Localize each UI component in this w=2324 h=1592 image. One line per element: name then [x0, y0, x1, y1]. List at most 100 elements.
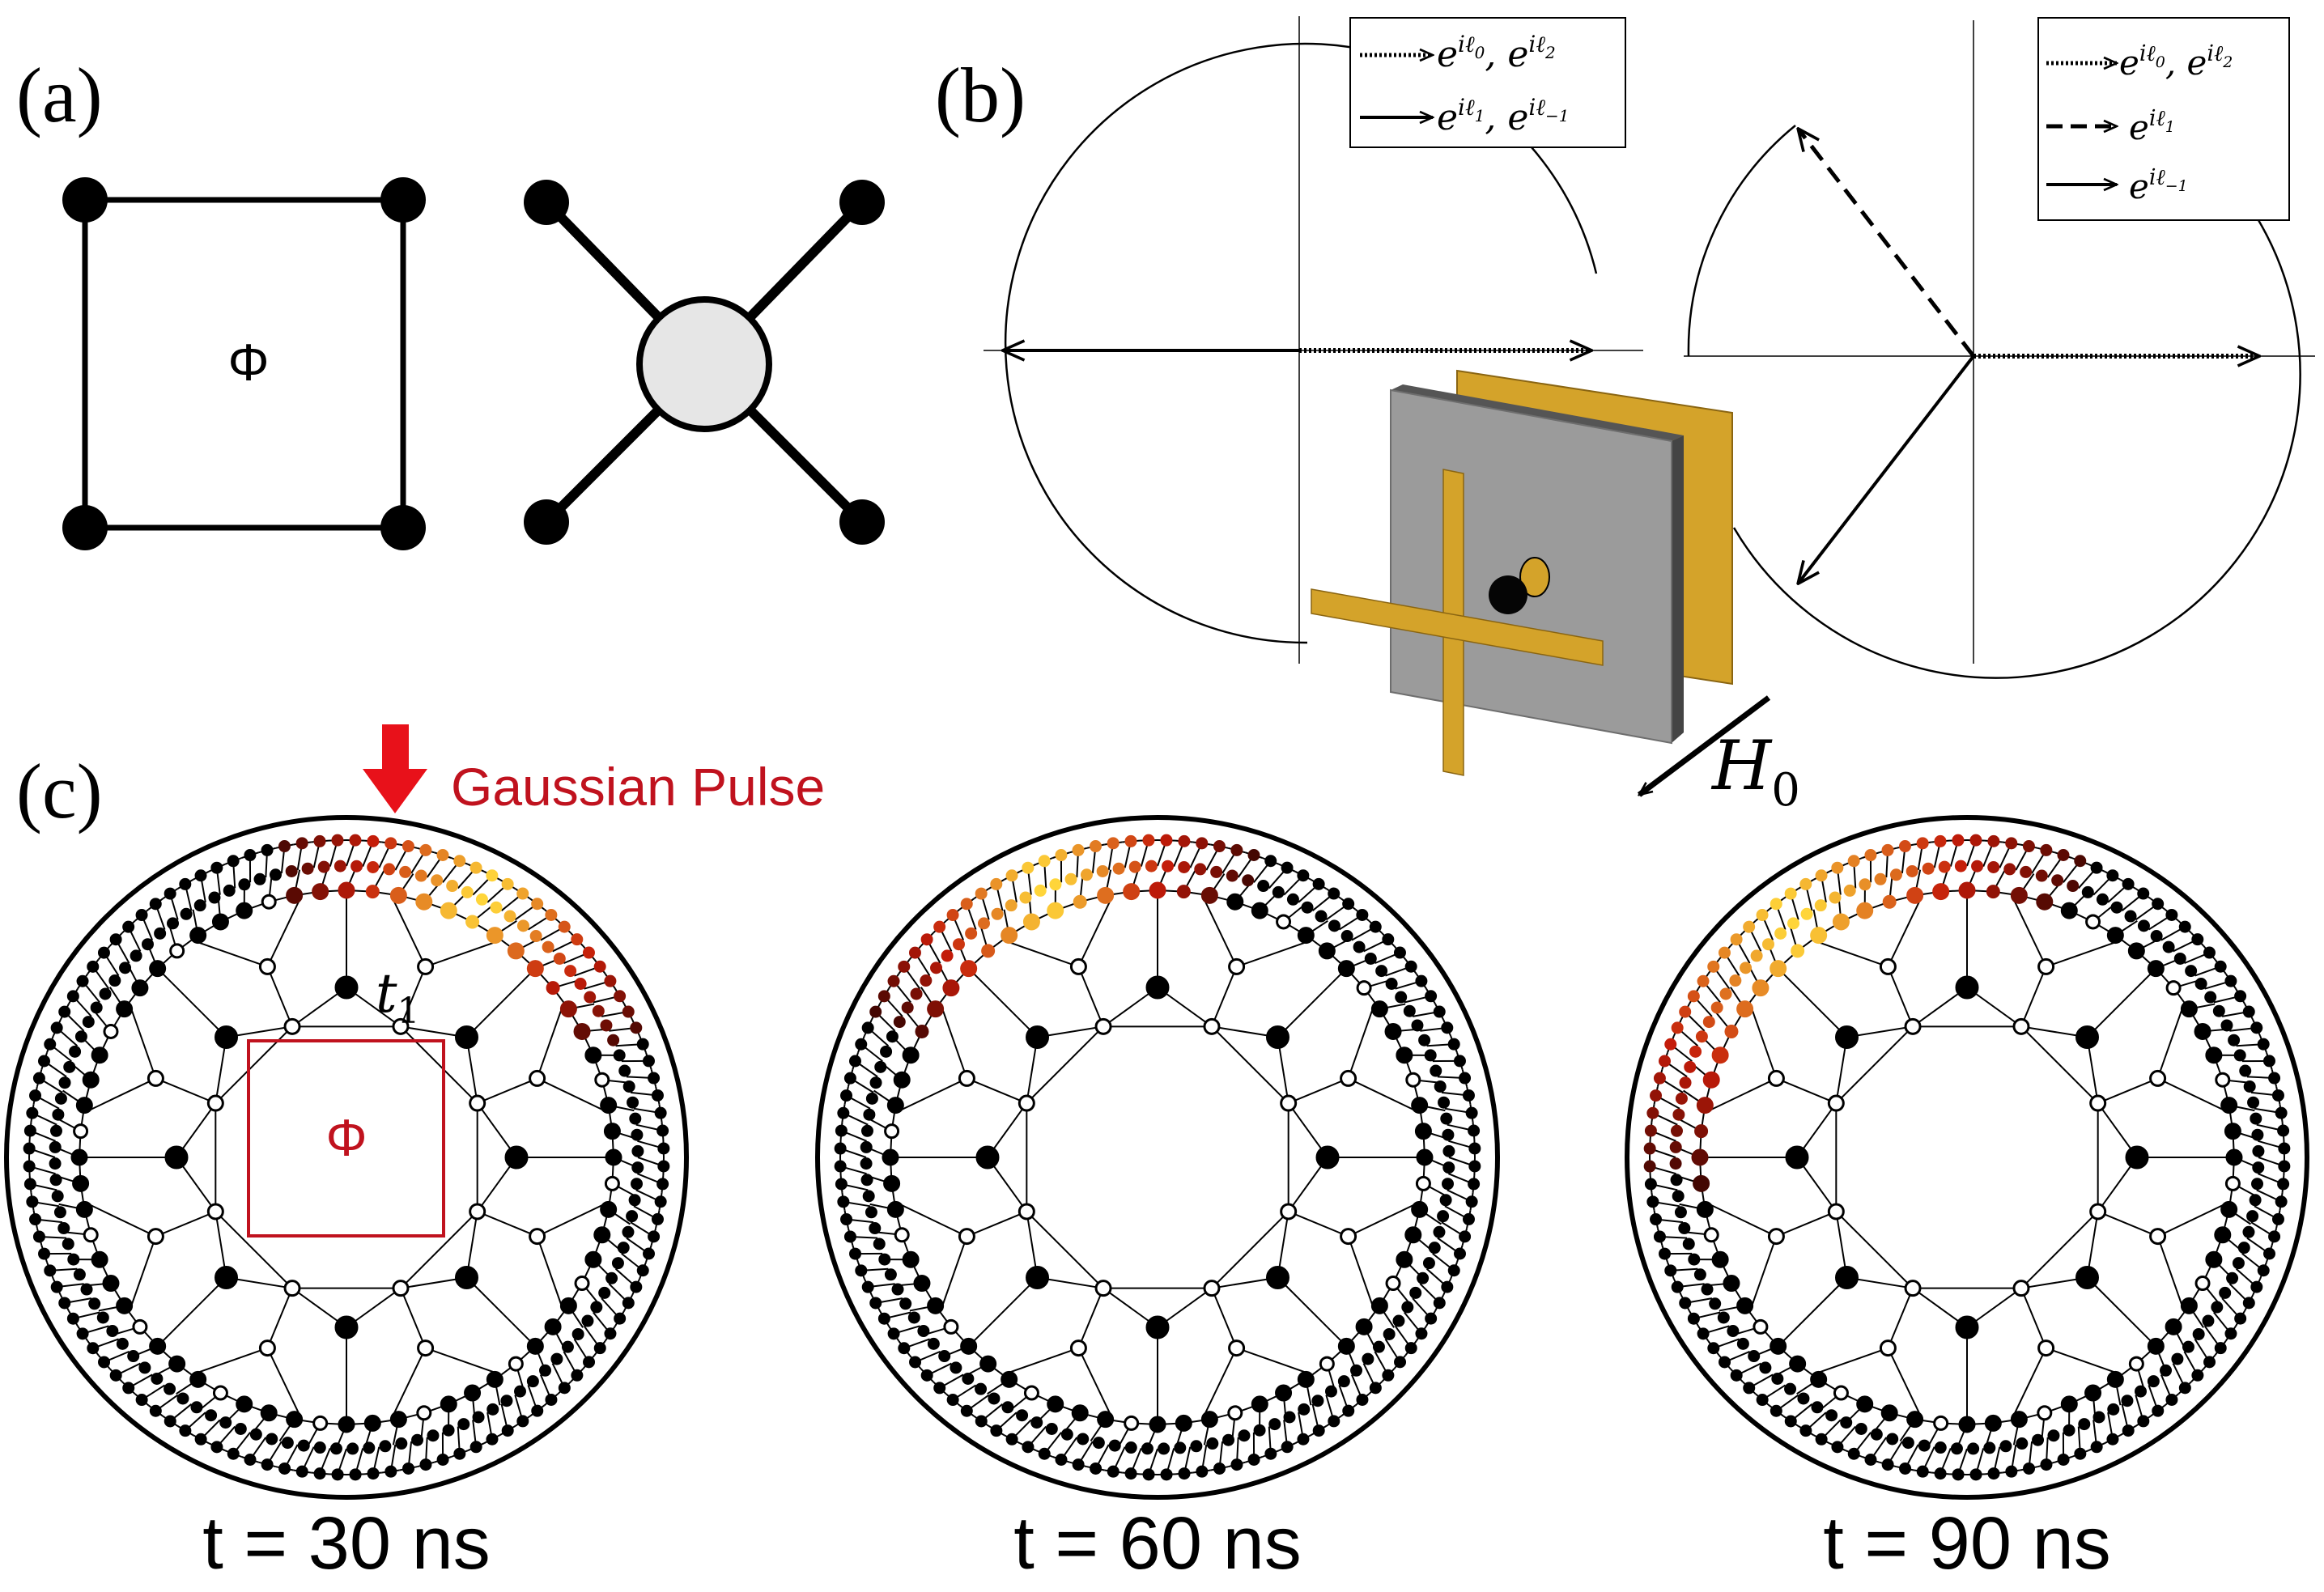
lattice-site [2191, 1369, 2204, 1382]
lattice-site [1770, 898, 1782, 911]
lattice-site [1324, 1385, 1337, 1398]
lattice-site [546, 981, 560, 996]
lattice-site [2152, 898, 2165, 911]
lattice-site [37, 1055, 50, 1068]
lattice-site [431, 874, 444, 887]
lattice-site [486, 927, 503, 945]
lattice-site [1001, 927, 1018, 945]
lattice-site [605, 1271, 618, 1284]
lattice-site [1938, 860, 1951, 873]
lattice-site [96, 1311, 109, 1324]
lattice-site [180, 907, 193, 920]
lattice-site [2194, 1276, 2211, 1292]
lattice-site [2060, 1395, 2078, 1413]
lattice-t30 [4, 815, 689, 1500]
lattice-site [295, 1465, 308, 1478]
lattice-site [402, 1462, 415, 1475]
lattice-site [1016, 1409, 1029, 1422]
lattice-site [266, 1433, 278, 1446]
lattice-site [910, 987, 923, 1000]
lattice-site [1761, 938, 1774, 951]
lattice-site [884, 1268, 897, 1281]
lattice-site [1319, 1356, 1335, 1372]
lattice-site [74, 1030, 87, 1043]
lattice-site [561, 1340, 574, 1353]
lattice-site [2037, 1339, 2055, 1357]
lattice-site [1097, 1411, 1115, 1429]
lattice-site [1958, 881, 1976, 899]
lattice-site [1124, 1415, 1140, 1431]
lattice-site [1787, 917, 1800, 930]
lattice-site [1955, 975, 1979, 1000]
lattice-site [1453, 1055, 1466, 1068]
lattice-site [874, 1060, 887, 1073]
lattice-site [1264, 1447, 1277, 1460]
lattice-site [2242, 1225, 2255, 1238]
lattice-site [654, 1195, 667, 1208]
lattice-site [2040, 1458, 2053, 1471]
lattice-site [1124, 834, 1137, 847]
lattice-site [913, 1275, 931, 1293]
lattice-site [516, 919, 529, 932]
lattice-site [1829, 891, 1842, 904]
lattice-site [2278, 1142, 2291, 1155]
lattice-site [507, 942, 525, 960]
lattice-site [1312, 877, 1325, 890]
lattice-site [1382, 933, 1395, 946]
lattice-site [894, 1227, 910, 1243]
lattice-site [2074, 855, 2087, 868]
lattice-site [1418, 1034, 1431, 1046]
lattice-site [106, 1324, 119, 1337]
lattice-site [2005, 837, 2018, 850]
lattice-site [2194, 978, 2207, 991]
lattice-site [553, 952, 566, 965]
lattice-site [1856, 902, 1874, 919]
lattice-site [1670, 1174, 1683, 1187]
lattice-site [907, 1311, 920, 1324]
lattice-site [109, 1369, 122, 1382]
lattice-site [1934, 1467, 1947, 1480]
lattice-site [261, 894, 277, 910]
lattice-site [1916, 837, 1929, 850]
lattice-site [643, 1247, 656, 1260]
lattice-site [44, 1038, 57, 1051]
lattice-site [1370, 1000, 1388, 1018]
lattice-site [2271, 1212, 2284, 1225]
lattice-site [920, 933, 933, 946]
lattice-site [1340, 930, 1353, 943]
lattice-site [539, 1364, 552, 1377]
lattice-site [1696, 1097, 1714, 1114]
lattice-site [236, 1395, 253, 1413]
lattice-site [1393, 946, 1406, 959]
lattice-site [622, 1297, 635, 1310]
lattice-site [1831, 861, 1844, 874]
lattice-site [295, 837, 308, 850]
lattice-site [1889, 868, 1902, 881]
lattice-site [840, 1089, 853, 1102]
lattice-site [1881, 843, 1894, 856]
panel-c-label: (c) [16, 748, 103, 834]
lattice-site [1707, 1342, 1720, 1355]
lattice-site [1468, 1160, 1481, 1173]
lattice-site [1072, 1458, 1085, 1471]
lattice-site [2277, 1124, 2290, 1137]
lattice-site [2037, 1405, 2053, 1421]
lattice-site [147, 1228, 164, 1246]
lattice-site [878, 1253, 891, 1266]
lattice-site [1411, 1019, 1424, 1032]
lattice-site [873, 1238, 886, 1250]
lattice-site [1404, 1342, 1417, 1355]
lattice-site [1276, 914, 1292, 930]
lattice-site [97, 946, 110, 959]
lattice-site [1142, 834, 1155, 847]
lattice-site [76, 1327, 89, 1340]
lattice-site [1689, 1045, 1702, 1058]
lattice-site [90, 1001, 103, 1014]
plaquette-flux-label: Φ [227, 333, 269, 392]
lattice-site [1370, 1297, 1388, 1314]
lattice-site [593, 1226, 611, 1244]
lattice-site [1799, 1424, 1812, 1437]
lattice-site [2242, 1297, 2255, 1310]
lattice-site [1403, 1004, 1416, 1017]
lattice-site [2205, 1250, 2223, 1268]
